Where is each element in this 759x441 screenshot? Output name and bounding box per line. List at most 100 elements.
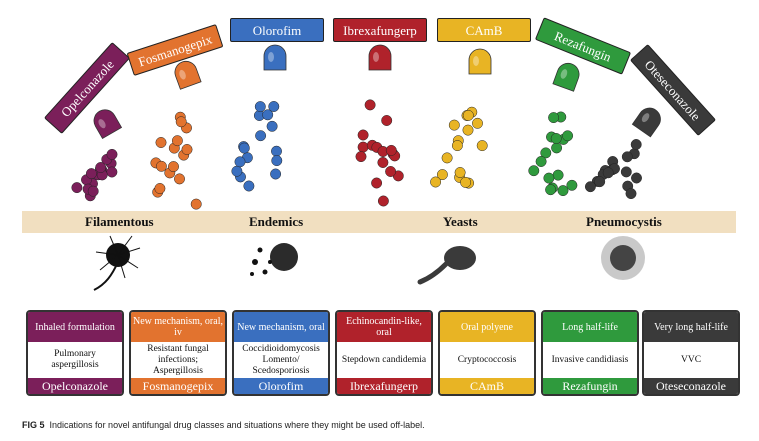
drug-particle [71, 182, 83, 194]
drug-tag-camb: CAmB [437, 18, 531, 42]
capsule-icon [93, 109, 123, 139]
capsule-icon [174, 60, 202, 90]
filamentous-fungus-icon [93, 235, 141, 291]
drug-particle [584, 181, 596, 193]
drug-particle [548, 112, 560, 124]
drug-particle [268, 101, 280, 112]
drug-particle [540, 147, 552, 159]
capsule-icon [552, 62, 580, 92]
drug-particle [462, 109, 474, 121]
drug-particle [535, 156, 547, 167]
drug-particle [550, 133, 562, 144]
drug-particle [231, 165, 243, 177]
drug-particles [71, 99, 642, 210]
card-drug-name: Opelconazole [28, 378, 122, 394]
drug-particle [552, 169, 564, 181]
drug-particle [190, 198, 202, 210]
card-drug-name: Ibrexafungerp [337, 378, 431, 394]
drug-particle [472, 117, 483, 129]
card-feature: Very long half-life [644, 312, 738, 342]
drug-particle [476, 140, 488, 152]
drug-particle [155, 160, 167, 172]
drug-particle [557, 185, 569, 197]
drug-particle [270, 168, 282, 180]
capsule-icon [368, 44, 392, 71]
card-feature: New mechanism, oral [234, 312, 328, 342]
card-indication: VVC [680, 354, 702, 365]
card-indication: Resistant fungal infections; Aspergillos… [147, 343, 209, 376]
endemic-fungus-icon [250, 243, 298, 276]
drug-particle [625, 188, 637, 200]
capsule-icons [93, 44, 661, 139]
drug-particle [620, 166, 632, 178]
drug-tag-olorofim: Olorofim [230, 18, 324, 42]
drug-particle [448, 119, 460, 131]
drug-particle [155, 137, 167, 148]
drug-particle [106, 148, 118, 160]
drug-particle [545, 184, 557, 196]
card-feature: Oral polyene [440, 312, 534, 342]
drug-particle [271, 145, 282, 157]
category-endemics: Endemics [249, 214, 304, 229]
card-indication: Cryptococcosis [457, 354, 517, 365]
pneumocystis-icon [601, 236, 645, 280]
drug-particle [381, 115, 393, 126]
drug-particle [234, 156, 246, 168]
drug-particle [543, 172, 555, 184]
card-drug-name: Oteseconazole [644, 378, 738, 394]
drug-particle [87, 185, 99, 197]
card-indication: Stepdown candidemia [341, 354, 427, 365]
drug-particle [621, 151, 633, 163]
category-band [22, 211, 736, 233]
drug-particle [551, 142, 563, 154]
category-filamentous: Filamentous [85, 214, 154, 229]
yeast-icon [417, 246, 476, 285]
drug-particle [95, 162, 107, 173]
caption-text: Indications for novel antifungal drug cl… [49, 420, 425, 430]
drug-particle [355, 151, 367, 163]
card-indication: Coccidioidomycosis Lomento/ Scedosporios… [242, 343, 320, 376]
drug-particle [385, 144, 397, 156]
drug-tag-ibrexafungerp: Ibrexafungerp [333, 18, 427, 42]
drug-particle [254, 101, 266, 113]
drug-particle [243, 180, 255, 192]
drug-particle [357, 129, 369, 141]
drug-particle [364, 99, 376, 111]
drug-particle [106, 166, 118, 178]
drug-particle [85, 168, 97, 180]
figure-caption: FIG 5 Indications for novel antifungal d… [22, 420, 425, 430]
category-yeasts: Yeasts [443, 214, 478, 229]
capsule-icon [468, 48, 492, 75]
card-drug-name: CAmB [440, 378, 534, 394]
drug-particle [631, 172, 642, 184]
card-drug-name: Rezafungin [543, 378, 637, 394]
drug-particle [566, 179, 578, 191]
drug-particle [602, 167, 614, 179]
drug-particle [168, 161, 179, 173]
drug-particle [181, 144, 193, 155]
drug-particle [460, 176, 472, 188]
caption-label: FIG 5 [22, 420, 45, 430]
card-drug-name: Fosmanogepix [131, 378, 225, 394]
card-indication: Invasive candidiasis [551, 354, 629, 365]
card-indication: Pulmonary aspergillosis [51, 349, 99, 370]
card-drug-name: Olorofim [234, 378, 328, 394]
drug-particle [357, 141, 369, 153]
drug-particle [266, 120, 278, 132]
drug-particle [451, 140, 463, 152]
drug-particle [271, 155, 283, 167]
drug-particle [385, 166, 397, 177]
drug-particle [262, 109, 274, 121]
card-feature: New mechanism, oral, iv [131, 312, 225, 342]
drug-particle [436, 169, 448, 181]
card-feature: Long half-life [543, 312, 637, 342]
drug-particle [454, 167, 466, 178]
drug-particle [441, 152, 453, 164]
